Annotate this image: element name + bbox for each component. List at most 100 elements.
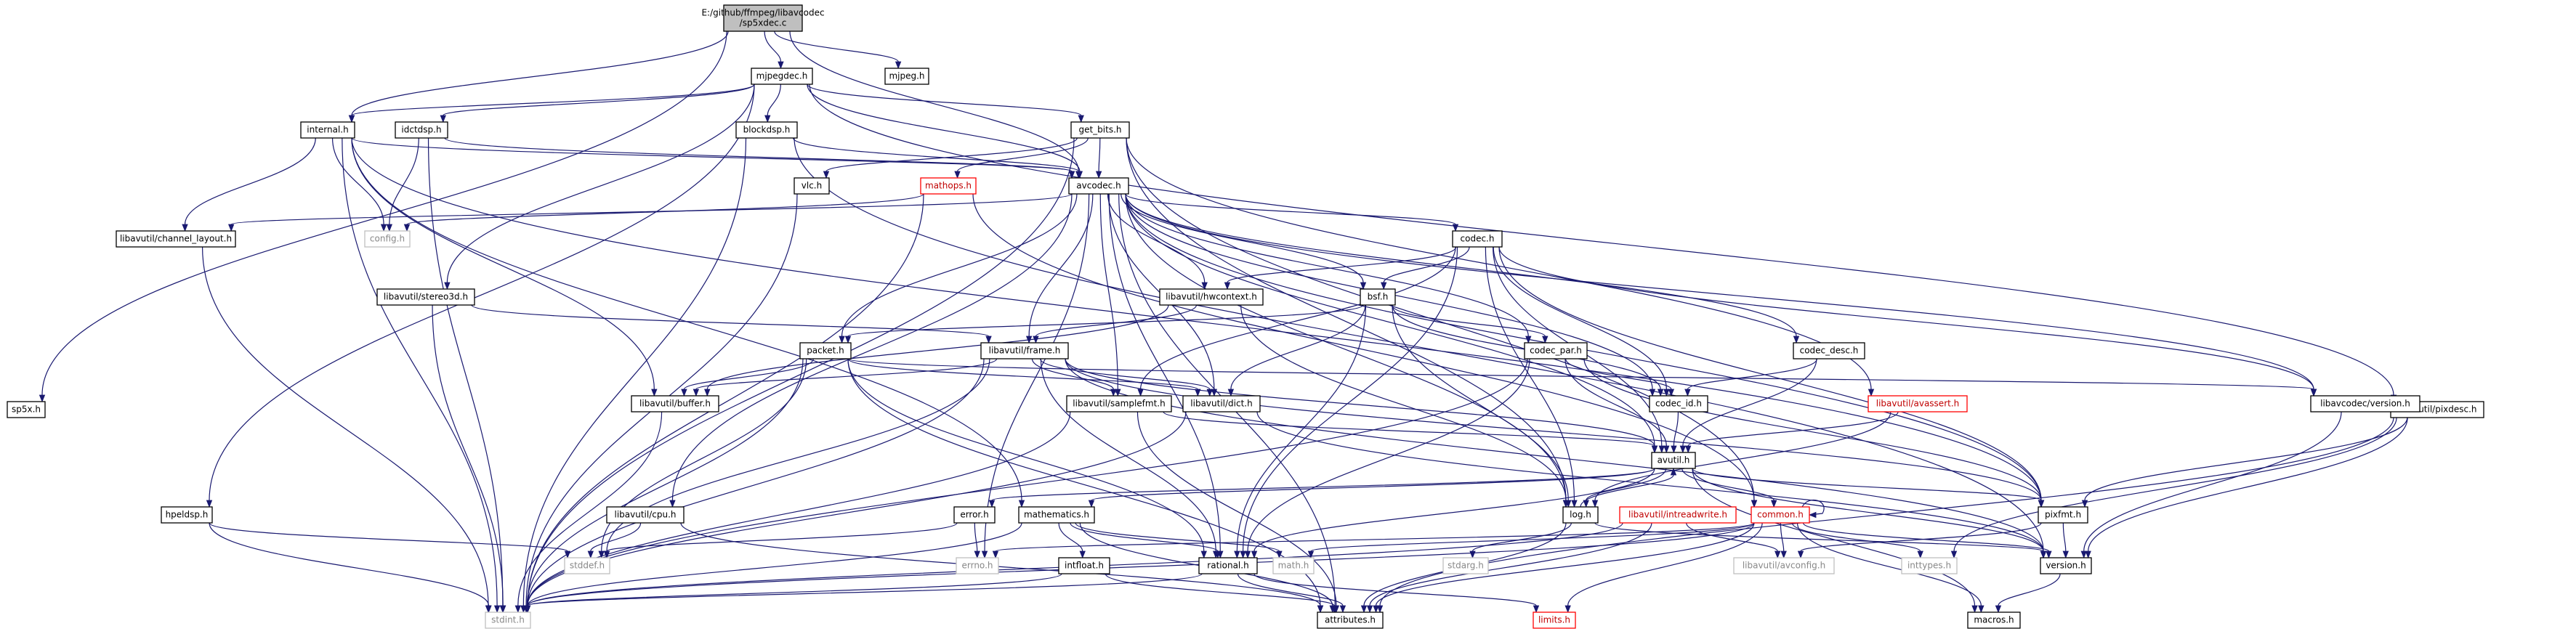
node-version-h[interactable]: version.h (2040, 557, 2092, 574)
node-get-bits-h[interactable]: get_bits.h (1070, 121, 1130, 139)
node-libavutil-buffer-h[interactable]: libavutil/buffer.h (631, 395, 719, 412)
node-label: libavutil/channel_layout.h (120, 234, 232, 244)
node-label: libavutil/cpu.h (614, 510, 676, 520)
node-mathematics-h[interactable]: mathematics.h (1018, 506, 1095, 524)
node-label: internal.h (307, 125, 348, 135)
node-hpeldsp-h[interactable]: hpeldsp.h (161, 506, 213, 524)
dependency-edge-root-to-avcodec_h (789, 31, 1082, 179)
node-label: version.h (2046, 561, 2086, 571)
node-libavutil-channel-layout-h[interactable]: libavutil/channel_layout.h (116, 230, 236, 248)
node-box (395, 121, 448, 139)
dependency-edge-rational_h-to-attributes_h (1237, 573, 1346, 614)
node-label: libavutil/hwcontext.h (1166, 292, 1257, 302)
arrowhead (1360, 282, 1367, 290)
node-avcodec-h[interactable]: avcodec.h (1068, 177, 1129, 195)
node-libavutil-hwcontext-h[interactable]: libavutil/hwcontext.h (1159, 288, 1264, 306)
node-attributes-h[interactable]: attributes.h (1317, 611, 1384, 629)
arrowhead (1591, 500, 1599, 508)
arrowhead (1075, 171, 1082, 179)
dependency-edge-idctdsp_h-to-config_h (386, 137, 419, 232)
dependency-edge-get_bits_h-to-libavutil_avassert_h (1126, 137, 1875, 397)
dependency-edge-avutil_h-to-macros_h (1692, 468, 1978, 614)
node-layer: E:/github/ffmpeg/libavcodec/sp5xdec.c mjp… (7, 4, 2484, 629)
dependency-edge-codec_h-to-bsf_h (1381, 246, 1470, 290)
arrowhead (1224, 282, 1231, 290)
node-label: log.h (1570, 510, 1591, 520)
node-rational-h[interactable]: rational.h (1198, 557, 1258, 574)
arrowhead (1381, 282, 1387, 290)
dependency-edge-hpeldsp_h-to-stdint_h (209, 522, 492, 614)
node-box (794, 177, 830, 195)
node-stdint-h: stdint.h (485, 611, 531, 629)
arrowhead (1774, 550, 1781, 559)
node-libavutil-dict-h[interactable]: libavutil/dict.h (1182, 395, 1261, 412)
dependency-edge-avutil_h-to-error_h (988, 468, 1655, 508)
node-blockdsp-h[interactable]: blockdsp.h (735, 121, 798, 139)
node-pixfmt-h[interactable]: pixfmt.h (2038, 506, 2088, 524)
dependency-edge-avcodec_h-to-errno_h (981, 193, 1090, 559)
node-codec-id-h[interactable]: codec_id.h (1649, 395, 1708, 412)
node-label: blockdsp.h (743, 125, 791, 135)
node-sp5x-h[interactable]: sp5x.h (7, 401, 46, 418)
node-label: attributes.h (1325, 615, 1376, 625)
node-mjpeg-h[interactable]: mjpeg.h (884, 68, 929, 85)
arrowhead (1033, 336, 1039, 344)
node-limits-h[interactable]: limits.h (1533, 611, 1576, 629)
node-codec-par-h[interactable]: codec_par.h (1524, 342, 1588, 359)
node-macros-h[interactable]: macros.h (1967, 611, 2021, 629)
node-mathops-h[interactable]: mathops.h (920, 177, 977, 195)
node-label: mathematics.h (1024, 510, 1089, 520)
arrowhead (1195, 389, 1201, 397)
node-error-h[interactable]: error.h (953, 506, 996, 524)
arrowhead (500, 605, 506, 614)
node-box (606, 506, 685, 524)
node-libavutil-frame-h[interactable]: libavutil/frame.h (980, 342, 1069, 359)
node-label: avutil.h (1658, 455, 1690, 466)
node-idctdsp-h[interactable]: idctdsp.h (395, 121, 448, 139)
arrowhead (1469, 550, 1476, 559)
node-libavutil-cpu-h[interactable]: libavutil/cpu.h (606, 506, 685, 524)
node-log-h[interactable]: log.h (1562, 506, 1599, 524)
node-libavutil-avassert-h[interactable]: libavutil/avassert.h (1868, 395, 1968, 412)
arrowhead (981, 550, 988, 559)
node-vlc-h[interactable]: vlc.h (794, 177, 830, 195)
node-libavutil-stereo3d-h[interactable]: libavutil/stereo3d.h (376, 288, 475, 306)
dependency-edge-idctdsp_h-to-avcodec_h (444, 137, 1075, 179)
node-codec-desc-h[interactable]: codec_desc.h (1793, 342, 1865, 359)
arrowhead (1663, 445, 1670, 454)
dependency-edge-root-to-sp5x_h (39, 31, 727, 403)
node-libavcodec-version-h[interactable]: libavcodec/version.h (2310, 395, 2420, 412)
node-label: libavutil/avassert.h (1876, 399, 1960, 409)
dependency-edge-pixfmt_h-to-libavutil_avconfig_h (1797, 522, 2042, 559)
dependency-edge-common_h-to-math_h (1307, 522, 1755, 559)
node-intfloat-h[interactable]: intfloat.h (1058, 557, 1110, 574)
node-mjpegdec-h[interactable]: mjpegdec.h (751, 68, 813, 85)
node-common-h[interactable]: common.h (1751, 506, 1810, 524)
arrowhead (1276, 550, 1283, 559)
node-bsf-h[interactable]: bsf.h (1360, 288, 1396, 306)
arrowhead (1018, 500, 1025, 508)
node-label: mjpeg.h (889, 71, 924, 81)
node-libavutil-intreadwrite-h[interactable]: libavutil/intreadwrite.h (1619, 506, 1737, 524)
arrowhead (1868, 389, 1875, 397)
node-libavutil-samplefmt-h[interactable]: libavutil/samplefmt.h (1066, 395, 1172, 412)
arrowhead (895, 61, 902, 70)
dependency-edge-avcodec_h-to-libavutil_cpu_h (669, 193, 1073, 508)
arrowhead (839, 336, 845, 344)
node-box (1967, 611, 2021, 629)
dependency-edge-codec_h-to-log_h (1485, 246, 1578, 508)
arrowhead (1373, 605, 1379, 614)
arrowhead (1201, 282, 1208, 290)
node-codec-h[interactable]: codec.h (1452, 230, 1503, 248)
node-internal-h[interactable]: internal.h (300, 121, 355, 139)
arrowhead (1978, 605, 1985, 614)
node-avutil-h[interactable]: avutil.h (1651, 452, 1696, 469)
node-root[interactable]: E:/github/ffmpeg/libavcodec/sp5xdec.c (701, 4, 825, 32)
node-packet-h[interactable]: packet.h (799, 342, 852, 359)
dependency-edge-libavutil_pixdesc_h-to-version_h (2085, 417, 2408, 559)
arrowhead (1240, 550, 1246, 559)
node-box (2040, 557, 2092, 574)
arrowhead (1797, 550, 1804, 559)
node-box (1901, 557, 1958, 574)
node-box (1018, 506, 1095, 524)
